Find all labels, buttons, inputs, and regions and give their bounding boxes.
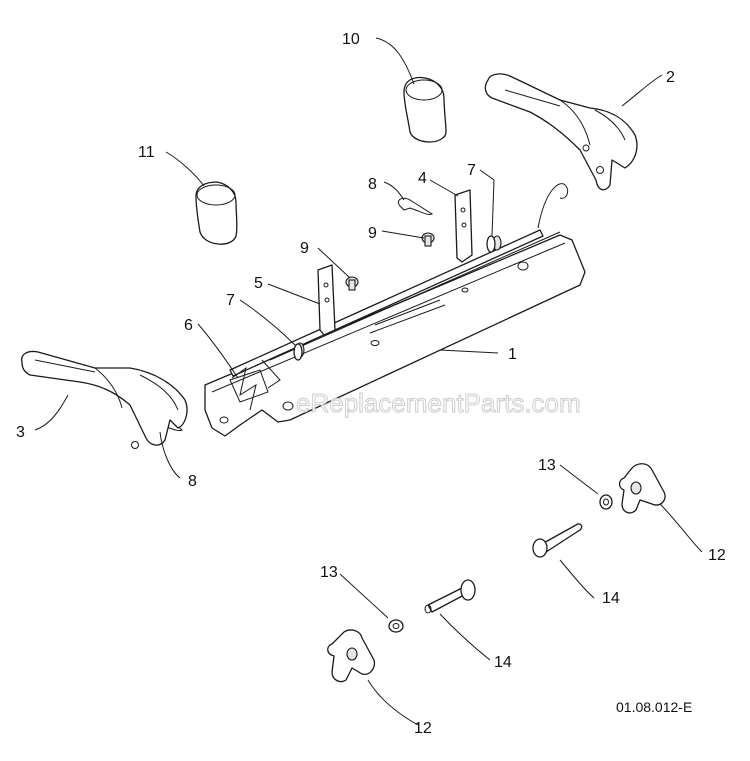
callout-8-top: 8 [368,176,377,193]
callout-7-left: 7 [226,292,235,309]
drawing-code: 01.08.012-E [616,699,692,715]
part-10-knob [403,76,447,143]
callout-13-left: 13 [320,564,338,581]
part-12-star-knob-right [618,463,666,514]
callout-8-bottom: 8 [188,473,197,490]
part-13-washers [388,494,613,633]
part-9-bolts [345,232,435,291]
part-2-right-handle [484,73,638,191]
callout-7-right: 7 [467,162,476,179]
callout-14-left: 14 [494,654,512,671]
callout-2: 2 [666,69,675,86]
part-11-knob [195,181,238,245]
callout-3: 3 [16,424,25,441]
leader-lines [34,37,703,726]
callout-12-right: 12 [708,547,726,564]
pivot-rod [229,183,569,377]
callout-9-left: 9 [300,240,309,257]
part-3-left-handle [21,350,188,449]
callout-13-right: 13 [538,457,556,474]
callout-6: 6 [184,317,193,334]
callout-11: 11 [138,144,155,161]
part-6-spring [231,359,281,411]
callout-10: 10 [342,31,360,48]
callout-4: 4 [418,170,427,187]
part-5-plate [317,264,336,336]
callout-labels: 10 2 11 8 4 7 9 9 5 7 6 1 3 8 13 12 14 1… [16,31,726,737]
callout-14-right: 14 [602,590,620,607]
part-12-star-knob-left [327,629,376,683]
callout-12-left: 12 [414,720,432,737]
callout-9-right: 9 [368,225,377,242]
callout-1: 1 [508,346,517,363]
watermark-text: eReplacementParts.com [296,388,581,418]
part-4-plate [454,189,473,263]
part-1-frame [204,231,586,437]
part-7-collars [293,235,496,361]
part-14-bolts [424,523,583,614]
callout-5: 5 [254,275,263,292]
